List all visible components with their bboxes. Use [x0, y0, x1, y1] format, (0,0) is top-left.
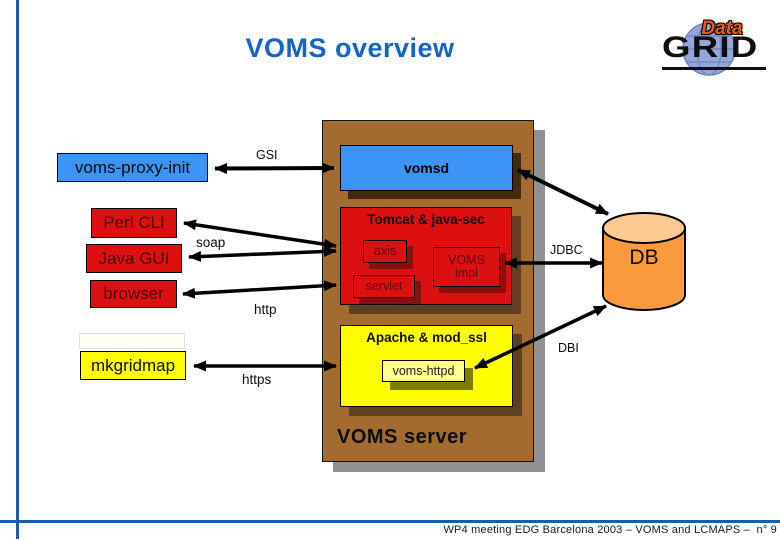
box-vomsd: vomsd — [340, 145, 513, 191]
label-http: http — [254, 302, 277, 317]
footer-text: WP4 meeting EDG Barcelona 2003 – VOMS an… — [443, 524, 777, 536]
logo-data-text: Data — [701, 18, 743, 39]
logo-grid-text: GRID — [662, 31, 759, 64]
box-perl-cli: Perl CLI — [91, 208, 177, 238]
apache-label: Apache & mod_ssl — [366, 330, 487, 345]
globe-icon — [682, 22, 736, 76]
mkgridmap-ghost — [79, 333, 185, 349]
arrow-soap-java — [188, 245, 337, 263]
arrow-http — [182, 280, 337, 299]
page-title: VOMS overview — [245, 33, 455, 63]
logo-underline — [662, 67, 766, 70]
box-browser: browser — [90, 280, 177, 308]
left-border-line — [16, 0, 19, 539]
db-label: DB — [629, 246, 659, 269]
box-voms-proxy-init: voms-proxy-init — [57, 153, 208, 182]
tomcat-label: Tomcat & java-sec — [367, 212, 485, 227]
label-soap: soap — [196, 235, 226, 250]
box-mkgridmap: mkgridmap — [80, 351, 186, 380]
footer-divider-line — [0, 520, 780, 523]
voms-server-label: VOMS server — [337, 426, 468, 448]
box-voms-impl: VOMS impl — [433, 247, 500, 287]
label-jdbc: JDBC — [550, 243, 583, 257]
box-servlet: servlet — [353, 275, 415, 298]
label-dbi: DBI — [558, 341, 579, 355]
label-gsi: GSI — [256, 148, 278, 162]
box-java-gui: Java GUI — [86, 244, 182, 273]
arrow-gsi — [214, 162, 335, 174]
box-voms-httpd: voms-httpd — [382, 360, 465, 382]
datagrid-logo: GRID Data — [652, 18, 772, 80]
label-https: https — [242, 372, 272, 387]
box-axis: axis — [363, 240, 407, 263]
